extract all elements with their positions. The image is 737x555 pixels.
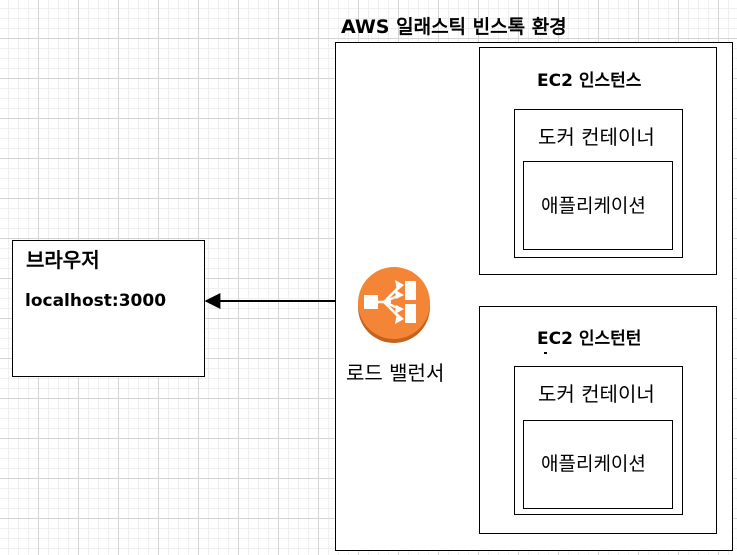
- ec2-instance-label: EC2 인스턴턴: [537, 329, 642, 349]
- browser-title: 브라우저: [26, 248, 100, 272]
- ec2-instance-label: EC2 인스턴스: [537, 71, 642, 91]
- load-balancer-icon: [358, 267, 430, 343]
- application-label: 애플리케이션: [541, 453, 646, 475]
- environment-title: AWS 일래스틱 빈스톡 환경: [341, 16, 567, 38]
- docker-container-label: 도커 컨테이너: [538, 382, 655, 406]
- browser-box: [12, 240, 205, 377]
- application-box: [523, 420, 673, 509]
- load-balancer-label: 로드 밸런서: [346, 361, 445, 385]
- browser-url: localhost:3000: [25, 291, 167, 311]
- docker-container-label: 도커 컨테이너: [538, 125, 655, 149]
- stray-mark: [544, 352, 547, 354]
- application-box: [523, 161, 673, 250]
- application-label: 애플리케이션: [541, 195, 646, 217]
